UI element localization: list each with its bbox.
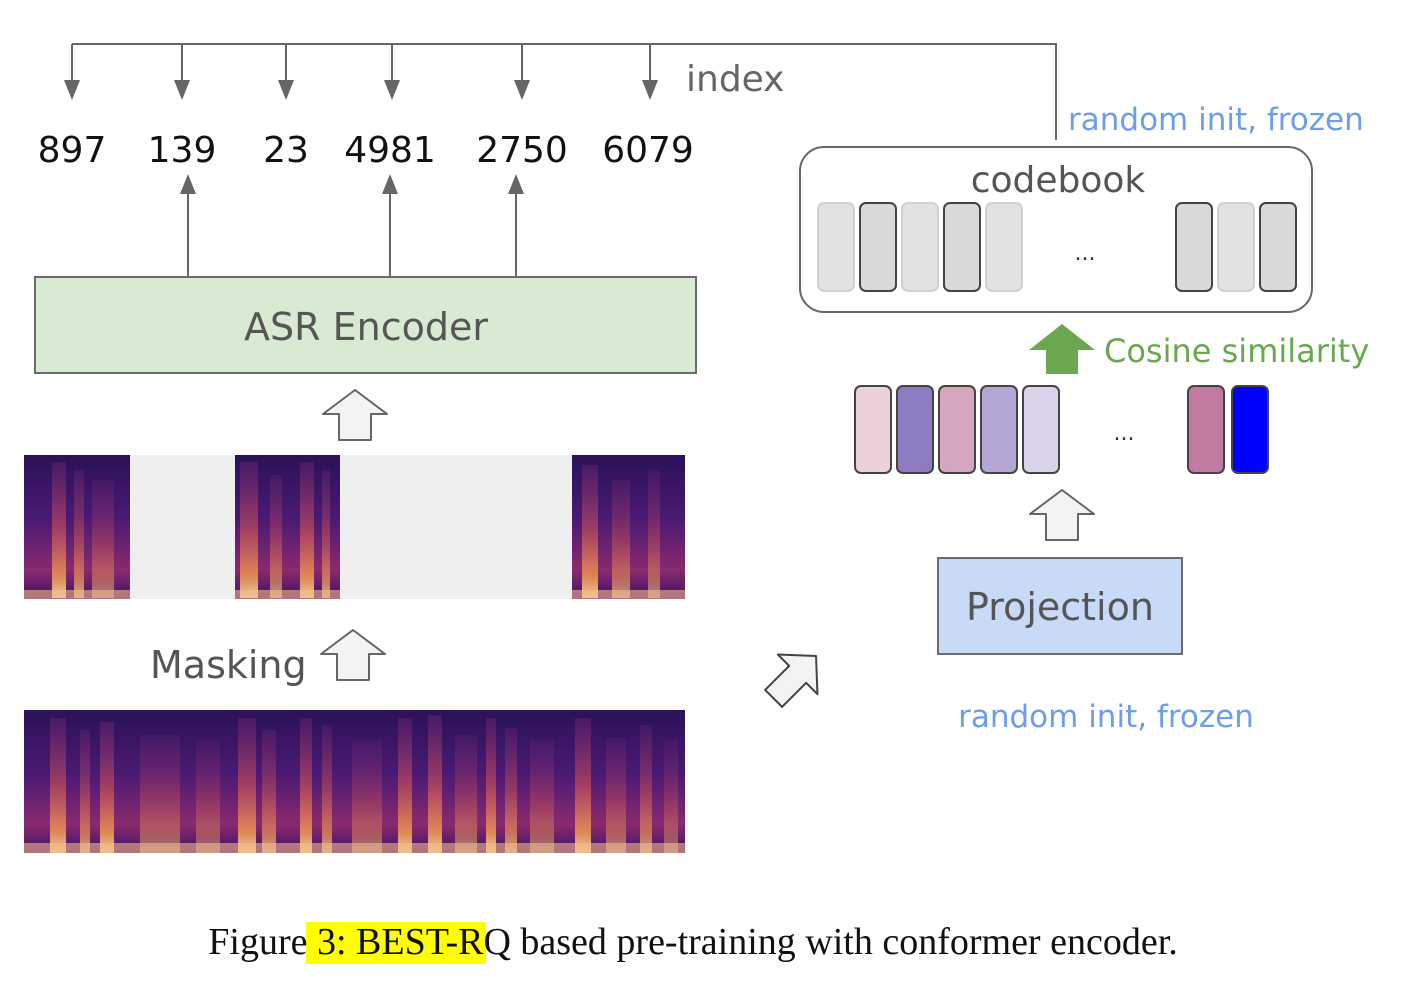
asr-encoder-label: ASR Encoder [244, 305, 488, 349]
cosine-arrow-icon [1029, 324, 1095, 374]
mask-block [130, 455, 235, 599]
masked-spectrogram [24, 455, 685, 599]
hollow-up-arrow-icon [320, 629, 386, 681]
index-value: 2750 [476, 130, 568, 171]
projected-vector [1187, 385, 1225, 474]
index-value: 4981 [344, 130, 436, 171]
codebook-label: codebook [971, 160, 1146, 201]
codebook-vector [1217, 202, 1255, 292]
original-spectrogram [24, 710, 685, 853]
index-value: 6079 [602, 130, 694, 171]
mask-block [340, 455, 572, 599]
index-arrowheads [64, 80, 658, 100]
codebook-vector [1259, 202, 1297, 292]
projected-vectors [854, 385, 1269, 474]
diagonal-arrow-icon [764, 653, 819, 708]
encoder-output-arrows [180, 174, 524, 276]
index-value: 897 [38, 130, 107, 171]
index-value: 23 [263, 130, 309, 171]
codebook-ellipsis: ... [1075, 241, 1096, 266]
index-label: index [686, 59, 785, 100]
projected-ellipsis: ... [1114, 421, 1135, 446]
projected-vector [896, 385, 934, 474]
codebook-vector [901, 202, 939, 292]
caption-highlight [306, 922, 486, 964]
figure-caption: Figure 3: BEST-RQ based pre-training wit… [208, 921, 1178, 964]
asr-encoder-box: ASR Encoder [34, 276, 697, 374]
index-feedback-lines [71, 43, 1057, 140]
projected-vector [938, 385, 976, 474]
index-value: 139 [148, 130, 217, 171]
projected-vector [854, 385, 892, 474]
caption-highlight-text: BEST-RQ [356, 921, 511, 963]
projected-vector [980, 385, 1018, 474]
codebook-box: codebook ... [799, 146, 1313, 313]
codebook-vector [859, 202, 897, 292]
codebook-vector [1175, 202, 1213, 292]
hollow-up-arrow-icon [1029, 489, 1095, 541]
projection-note: random init, frozen [958, 699, 1254, 735]
projected-vector [1022, 385, 1060, 474]
projected-vector [1231, 385, 1269, 474]
caption-suffix: based pre-training with conformer encode… [511, 921, 1178, 963]
projection-box: Projection [937, 557, 1183, 655]
hollow-up-arrow-icon [322, 389, 388, 441]
caption-prefix: Figure 3: [208, 921, 356, 963]
svg-text:Figure 3: BEST-RQ based pre-tr: Figure 3: BEST-RQ based pre-training wit… [208, 921, 1178, 963]
codebook-note: random init, frozen [1068, 102, 1364, 138]
projection-label: Projection [966, 585, 1154, 629]
masking-label: Masking [150, 643, 307, 687]
codebook-vector [817, 202, 855, 292]
codebook-vectors [817, 202, 1297, 292]
index-values: 897 139 23 4981 2750 6079 [38, 130, 694, 171]
codebook-vector [985, 202, 1023, 292]
codebook-vector [943, 202, 981, 292]
cosine-similarity-label: Cosine similarity [1104, 332, 1369, 370]
